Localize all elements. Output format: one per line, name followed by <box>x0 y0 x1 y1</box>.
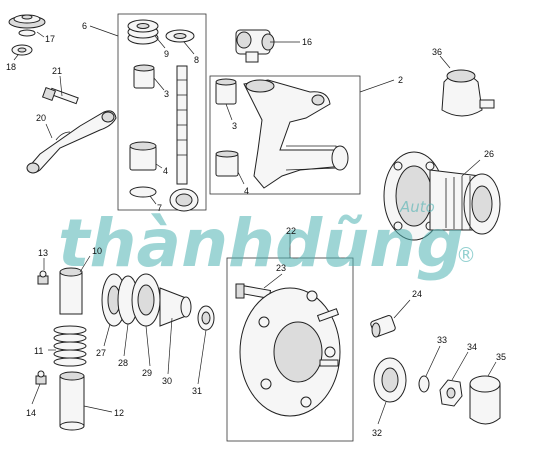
label-16: 16 <box>302 37 312 47</box>
part-30-spacer <box>159 287 192 327</box>
part-18-washer <box>11 44 33 56</box>
part-14-nipple <box>35 370 47 385</box>
part-34-nut <box>439 379 463 407</box>
label-7: 7 <box>157 203 162 213</box>
part-10-tube <box>59 267 83 315</box>
part-32-bearing <box>373 357 407 403</box>
part-29-bearing <box>131 273 161 327</box>
label-6: 6 <box>82 21 87 31</box>
label-35: 35 <box>496 352 506 362</box>
label-30: 30 <box>162 376 172 386</box>
part-20-steering-arm <box>26 110 117 174</box>
part-2-stub-axle <box>243 79 349 189</box>
label-12: 12 <box>114 408 124 418</box>
part-4-bush-upright <box>215 150 239 177</box>
part-24-bush <box>370 315 396 338</box>
group-box-6 <box>117 13 207 211</box>
part-3-bush-upright <box>215 78 237 105</box>
label-10: 10 <box>92 246 102 256</box>
label-14: 14 <box>26 408 36 418</box>
part-21-bolt <box>41 86 79 105</box>
label-3a: 3 <box>164 89 169 99</box>
part-13-nipple <box>37 270 49 285</box>
label-3b: 3 <box>232 121 237 131</box>
part-36-hub-cap <box>441 69 495 117</box>
label-22: 22 <box>286 226 296 236</box>
part-22-drive-flange <box>239 287 341 417</box>
part-number-labels: 17 18 6 9 8 16 21 20 3 3 2 36 4 4 7 26 2… <box>6 21 506 438</box>
label-4a: 4 <box>163 166 168 176</box>
label-23: 23 <box>276 263 286 273</box>
leader-lines <box>13 25 497 425</box>
part-12-tube <box>59 371 85 431</box>
label-28: 28 <box>118 358 128 368</box>
label-20: 20 <box>36 113 46 123</box>
label-9: 9 <box>164 49 169 59</box>
label-8: 8 <box>194 55 199 65</box>
part-35-grease-cap <box>469 375 501 425</box>
label-24: 24 <box>412 289 422 299</box>
label-33: 33 <box>437 335 447 345</box>
watermark-registered: ® <box>456 243 476 267</box>
part-26-hub <box>383 151 501 241</box>
label-13: 13 <box>38 248 48 258</box>
part-kingpin <box>169 65 199 212</box>
label-21: 21 <box>52 66 62 76</box>
part-17-cap <box>8 14 46 37</box>
part-8-washer <box>165 29 195 43</box>
part-16-trunnion <box>235 29 275 63</box>
label-18: 18 <box>6 62 16 72</box>
group-box-2 <box>209 75 361 195</box>
label-2: 2 <box>398 75 403 85</box>
label-4b: 4 <box>244 186 249 196</box>
label-11: 11 <box>34 346 43 356</box>
part-9-shims <box>127 19 159 45</box>
label-27: 27 <box>96 348 106 358</box>
watermark: thànhdũng ® Auto <box>58 198 476 282</box>
part-33-washer <box>418 375 430 393</box>
part-7-seal <box>129 186 157 198</box>
label-26: 26 <box>484 149 494 159</box>
part-11-spring <box>53 325 87 367</box>
label-29: 29 <box>142 368 152 378</box>
label-31: 31 <box>192 386 202 396</box>
part-31-washer <box>197 305 215 331</box>
part-3-bush-upper <box>133 64 155 89</box>
label-17: 17 <box>45 34 55 44</box>
watermark-brand: thànhdũng <box>58 205 464 282</box>
label-34: 34 <box>467 342 477 352</box>
watermark-auto: Auto <box>399 198 435 216</box>
label-32: 32 <box>372 428 382 438</box>
part-4-bush-lower <box>129 141 157 171</box>
label-36: 36 <box>432 47 442 57</box>
